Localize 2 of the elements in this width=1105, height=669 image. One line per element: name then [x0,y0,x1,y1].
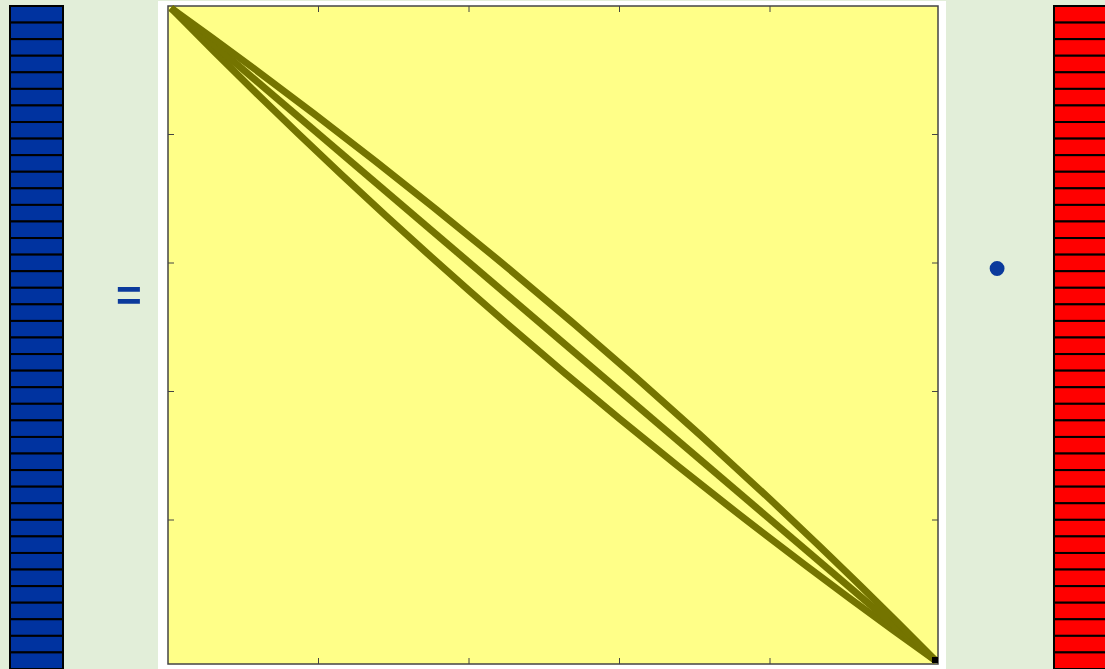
multiplication-dot: • [988,242,1007,294]
equals-sign: = [116,274,142,318]
